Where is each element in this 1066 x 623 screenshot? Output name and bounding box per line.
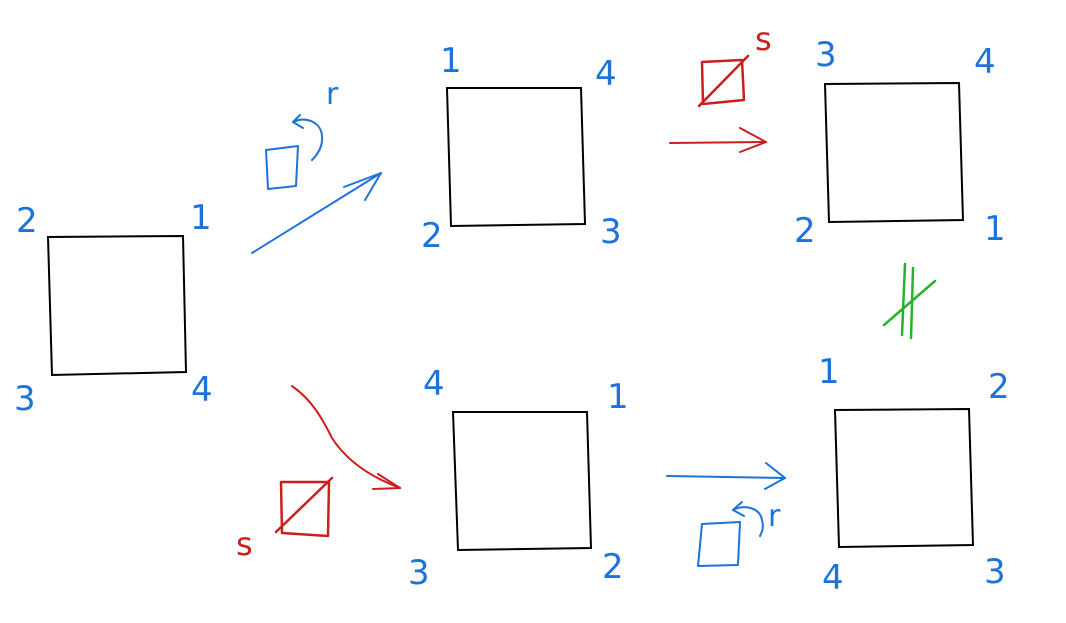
reflection-arrow-bottom	[291, 385, 401, 490]
square-start-label-bottom-left: 3	[14, 379, 36, 419]
rotation-label-bottom: r	[768, 499, 781, 534]
square-top-right-label-bottom-right: 1	[984, 209, 1006, 249]
rotation-label-top: r	[326, 77, 339, 112]
square-top-middle-label-bottom-left: 2	[421, 216, 443, 256]
square-top-middle-label-bottom-right: 3	[600, 212, 622, 252]
square-bottom-right-label-bottom-right: 3	[984, 552, 1006, 592]
reflection-arrow-top	[669, 127, 767, 153]
square-top-right-label-bottom-left: 2	[794, 211, 816, 251]
square-bottom-right	[833, 407, 975, 549]
square-bottom-right-label-top-left: 1	[818, 352, 840, 392]
square-top-middle	[445, 87, 587, 228]
square-start	[46, 234, 188, 377]
square-bottom-right-label-bottom-left: 4	[822, 558, 844, 598]
square-start-label-top-right: 1	[190, 198, 212, 238]
square-top-right	[823, 81, 965, 224]
reflection-label-top: s	[755, 20, 772, 58]
rotation-symbol-bottom	[697, 501, 764, 567]
reflection-label-bottom: s	[236, 525, 253, 563]
square-start-label-top-left: 2	[16, 201, 38, 241]
reflection-symbol-top	[697, 54, 750, 108]
square-start-label-bottom-right: 4	[191, 370, 213, 410]
square-top-middle-label-top-right: 4	[595, 54, 617, 94]
square-bottom-middle-label-top-left: 4	[423, 364, 445, 404]
rotation-arrow-bottom	[666, 462, 786, 490]
reflection-symbol-bottom	[274, 476, 334, 538]
rotation-arrow-top	[251, 172, 382, 254]
rotation-symbol-top	[265, 114, 324, 190]
not-equal-icon	[882, 262, 937, 340]
square-bottom-middle	[451, 411, 593, 552]
square-bottom-right-label-top-right: 2	[988, 367, 1010, 407]
square-bottom-middle-label-bottom-left: 3	[408, 553, 430, 593]
square-bottom-middle-label-bottom-right: 2	[602, 547, 624, 587]
square-top-middle-label-top-left: 1	[440, 41, 462, 81]
square-bottom-middle-label-top-right: 1	[607, 377, 629, 417]
square-top-right-label-top-left: 3	[815, 35, 837, 75]
square-top-right-label-top-right: 4	[974, 42, 996, 82]
